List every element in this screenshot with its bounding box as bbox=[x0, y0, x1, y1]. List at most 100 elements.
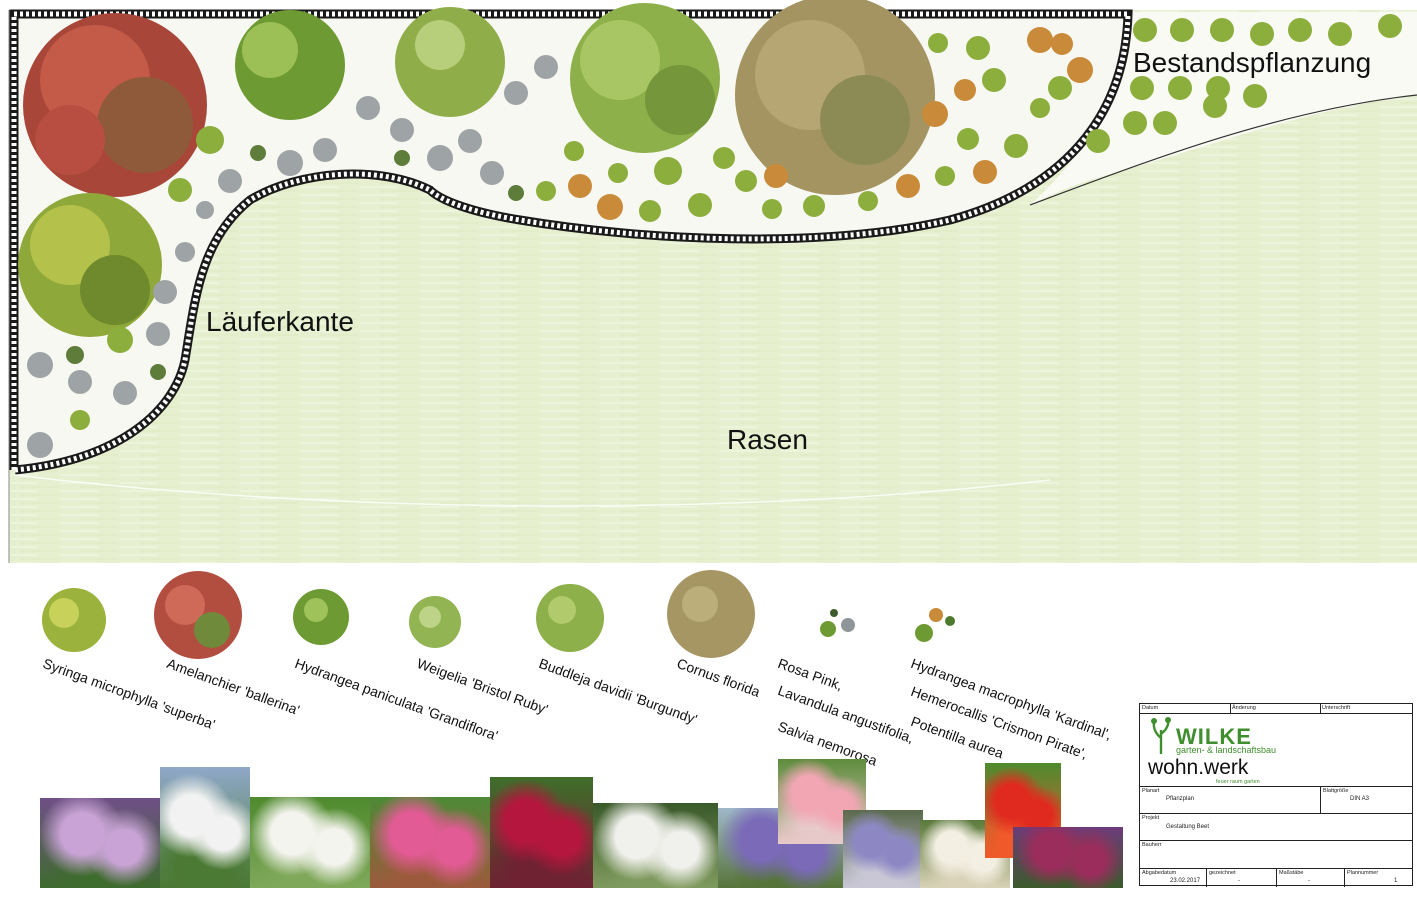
perennial-plant bbox=[639, 200, 661, 222]
label-edging: Läuferkante bbox=[206, 306, 354, 337]
tb-abgabedatum-value: 23.02.2017 bbox=[1170, 878, 1201, 884]
small-flower-icon bbox=[915, 608, 955, 642]
existing-plant bbox=[1206, 76, 1230, 100]
existing-plant bbox=[1210, 18, 1234, 42]
brown-tree-icon bbox=[667, 570, 755, 658]
perennial-plant bbox=[277, 150, 303, 176]
brand-name: WILKE bbox=[1176, 724, 1252, 749]
tb-abgabedatum-label: Abgabedatum bbox=[1142, 870, 1177, 876]
perennial-plant bbox=[858, 191, 878, 211]
existing-plant bbox=[1328, 22, 1352, 46]
plant-syringa-large bbox=[18, 193, 162, 337]
tb-datum-head: Datum bbox=[1142, 705, 1159, 711]
photo-hydrangea-paniculata bbox=[250, 797, 370, 888]
perennial-plant bbox=[480, 161, 504, 185]
perennial-plant bbox=[957, 128, 979, 150]
existing-plant bbox=[1153, 111, 1177, 135]
brand-subtitle: garten- & landschaftsbau bbox=[1176, 745, 1277, 755]
tb-plannummer-value: 1 bbox=[1394, 878, 1398, 884]
perennial-plant bbox=[735, 170, 757, 192]
existing-plant bbox=[1243, 84, 1267, 108]
perennial-plant bbox=[1048, 76, 1072, 100]
perennial-plant bbox=[66, 346, 84, 364]
brand-wohnwerk: wohn.werk bbox=[1148, 756, 1249, 779]
garden-plan bbox=[8, 0, 1417, 563]
perennial-plant bbox=[146, 322, 170, 346]
perennial-plant bbox=[196, 201, 214, 219]
existing-plant bbox=[1130, 76, 1154, 100]
perennial-plant bbox=[954, 79, 976, 101]
perennial-plant bbox=[564, 141, 584, 161]
perennial-plant bbox=[168, 178, 192, 202]
lawn-curve bbox=[14, 474, 1051, 507]
light-green-shrub-icon bbox=[409, 596, 461, 648]
tb-row-planart: Planart Pflanzplan Blattgröße DIN A3 bbox=[1140, 786, 1412, 814]
perennial-plant bbox=[536, 181, 556, 201]
perennial-plant bbox=[1027, 27, 1053, 53]
perennial-plant bbox=[928, 33, 948, 53]
existing-planting-boundary bbox=[1029, 94, 1417, 206]
existing-plant bbox=[1168, 76, 1192, 100]
photo-weigelia bbox=[370, 797, 490, 888]
tb-projekt-value: Gestaltung Beet bbox=[1166, 824, 1210, 830]
perennial-plant bbox=[150, 364, 166, 380]
tb-plannummer-label: Plannummer bbox=[1347, 870, 1379, 876]
small-perennial-icon bbox=[820, 609, 855, 637]
tb-projekt-label: Projekt bbox=[1142, 815, 1160, 821]
perennial-plant bbox=[175, 242, 195, 262]
perennial-group bbox=[27, 27, 1093, 458]
perennial-plant bbox=[654, 157, 682, 185]
tb-row-projekt: Projekt Gestaltung Beet bbox=[1140, 813, 1412, 841]
perennial-plant bbox=[982, 68, 1006, 92]
perennial-plant bbox=[153, 280, 177, 304]
legend-cornus: Cornus florida bbox=[674, 655, 763, 700]
perennial-plant bbox=[1030, 98, 1050, 118]
perennial-plant bbox=[597, 194, 623, 220]
tb-planart-value: Pflanzplan bbox=[1166, 796, 1195, 802]
perennial-plant bbox=[70, 410, 90, 430]
perennial-plant bbox=[27, 352, 53, 378]
existing-plant bbox=[1378, 14, 1402, 38]
perennial-plant bbox=[113, 381, 137, 405]
plant-amelanchier-large bbox=[23, 13, 207, 197]
tb-blattgroesse-label: Blattgröße bbox=[1323, 788, 1349, 794]
label-lawn: Rasen bbox=[727, 424, 808, 455]
perennial-plant bbox=[107, 327, 133, 353]
perennial-plant bbox=[608, 163, 628, 183]
tb-massstab-label: Maßstäbe bbox=[1279, 870, 1304, 876]
existing-plant bbox=[1123, 111, 1147, 135]
tb-massstab-value: - bbox=[1308, 878, 1310, 884]
plant-hydrangea-paniculata bbox=[235, 10, 345, 120]
perennial-plant bbox=[922, 101, 948, 127]
brand-tagline: feuer raum garten bbox=[1216, 779, 1260, 785]
photo-buddleja bbox=[490, 777, 593, 888]
perennial-plant bbox=[1067, 57, 1093, 83]
tb-gezeichnet-value: - bbox=[1238, 878, 1240, 884]
plant-buddleja bbox=[570, 3, 720, 153]
existing-plant bbox=[1288, 18, 1312, 42]
perennial-plant bbox=[394, 150, 410, 166]
existing-plant-group bbox=[1086, 14, 1402, 153]
green-star-shrub-icon bbox=[293, 589, 349, 645]
photo-lavandula bbox=[843, 810, 923, 888]
perennial-plant bbox=[427, 145, 453, 171]
perennial-plant bbox=[390, 118, 414, 142]
existing-plant bbox=[1086, 129, 1110, 153]
plant-cornus bbox=[735, 0, 935, 195]
tb-planart-label: Planart bbox=[1142, 788, 1160, 794]
tb-aenderung-head: Änderung bbox=[1232, 705, 1256, 711]
perennial-plant bbox=[568, 174, 592, 198]
title-block: Datum Änderung Unterschrift WILKE garten… bbox=[1139, 703, 1413, 887]
existing-plant bbox=[1170, 18, 1194, 42]
perennial-plant bbox=[218, 169, 242, 193]
green-round-shrub-icon bbox=[536, 584, 604, 652]
perennial-plant bbox=[966, 36, 990, 60]
perennial-plant bbox=[458, 129, 482, 153]
tree-logo-icon bbox=[1151, 717, 1171, 754]
perennial-plant bbox=[713, 147, 735, 169]
perennial-plant bbox=[27, 432, 53, 458]
yellow-green-shrub-icon bbox=[42, 588, 106, 652]
perennial-plant bbox=[973, 160, 997, 184]
existing-plant bbox=[1203, 94, 1227, 118]
perennial-plant bbox=[534, 55, 558, 79]
